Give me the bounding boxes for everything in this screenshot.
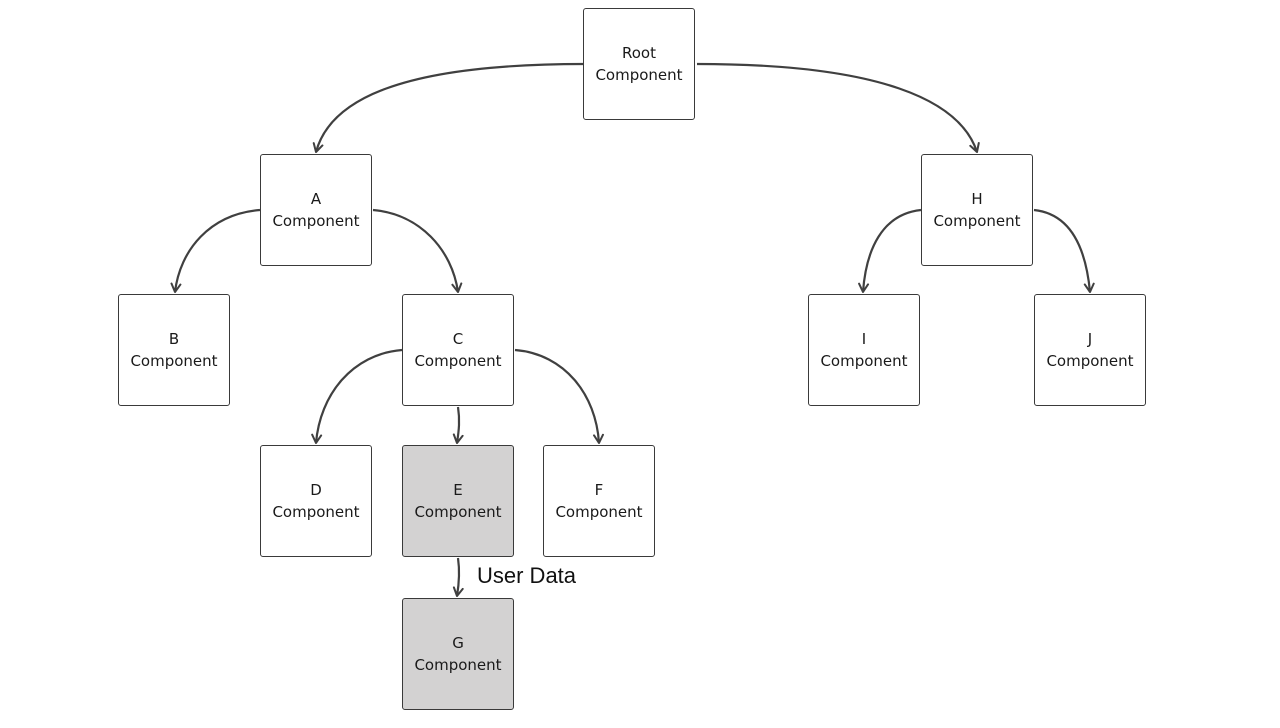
edge-h-j bbox=[1033, 208, 1095, 293]
node-b-type: Component bbox=[130, 352, 218, 370]
node-a-name: A bbox=[310, 190, 322, 208]
node-b: B Component bbox=[118, 294, 230, 406]
node-h-name: H bbox=[971, 190, 983, 208]
node-h-type: Component bbox=[933, 212, 1021, 230]
node-root: Root Component bbox=[583, 8, 695, 120]
node-d-name: D bbox=[310, 481, 322, 499]
edge-label-user-data: User Data bbox=[477, 563, 577, 588]
node-i: I Component bbox=[808, 294, 920, 406]
node-root-type: Component bbox=[595, 66, 683, 84]
node-h: H Component bbox=[921, 154, 1033, 266]
node-a-type: Component bbox=[272, 212, 360, 230]
node-c: C Component bbox=[402, 294, 514, 406]
edge-c-d bbox=[311, 348, 403, 444]
edge-c-e bbox=[452, 406, 464, 444]
edge-a-c bbox=[372, 208, 463, 293]
node-b-name: B bbox=[168, 330, 180, 348]
node-j-name: J bbox=[1087, 330, 1093, 348]
edge-e-g bbox=[452, 557, 464, 597]
node-i-name: I bbox=[861, 330, 867, 348]
edge-root-h bbox=[696, 62, 980, 153]
node-c-type: Component bbox=[414, 352, 502, 370]
node-e: E Component bbox=[402, 445, 514, 557]
node-i-type: Component bbox=[820, 352, 908, 370]
node-g-type: Component bbox=[414, 656, 502, 674]
node-g-name: G bbox=[452, 634, 464, 652]
node-e-name: E bbox=[453, 481, 463, 499]
edge-root-a bbox=[312, 62, 585, 153]
node-d: D Component bbox=[260, 445, 372, 557]
node-a: A Component bbox=[260, 154, 372, 266]
node-f: F Component bbox=[543, 445, 655, 557]
node-root-name: Root bbox=[622, 44, 656, 62]
node-c-name: C bbox=[452, 330, 464, 348]
node-j: J Component bbox=[1034, 294, 1146, 406]
edge-c-f bbox=[514, 348, 604, 444]
edge-a-b bbox=[170, 208, 261, 293]
node-f-name: F bbox=[594, 481, 604, 499]
node-f-type: Component bbox=[555, 503, 643, 521]
node-j-type: Component bbox=[1046, 352, 1134, 370]
node-e-type: Component bbox=[414, 503, 502, 521]
edge-h-i bbox=[858, 208, 922, 293]
node-d-type: Component bbox=[272, 503, 360, 521]
node-g: G Component bbox=[402, 598, 514, 710]
